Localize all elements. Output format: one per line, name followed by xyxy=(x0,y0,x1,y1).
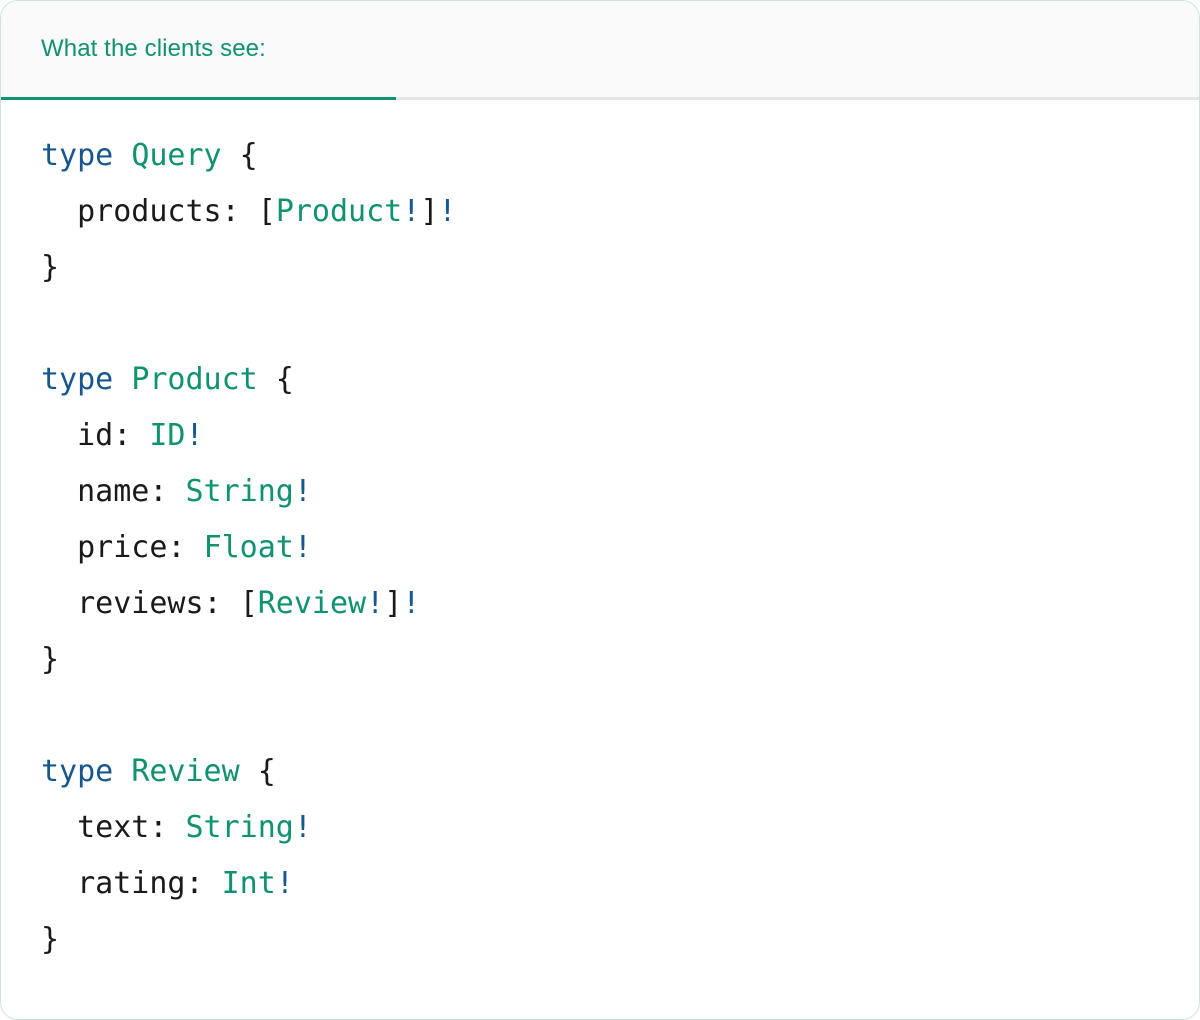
code-line: type Product { xyxy=(1,352,1199,408)
code-token-punct xyxy=(113,362,131,397)
code-line: id: ID! xyxy=(1,408,1199,464)
code-token-type: String xyxy=(185,810,294,845)
code-token-punct: } xyxy=(41,250,60,285)
code-token-punct: { xyxy=(257,362,294,397)
code-line: type Review { xyxy=(1,744,1199,800)
code-token-bang: ! xyxy=(275,866,294,901)
tab-strip: What the clients see: xyxy=(1,1,1199,100)
code-line xyxy=(1,688,1199,744)
code-token-punct: } xyxy=(41,922,60,957)
code-token-kw: type xyxy=(41,754,114,789)
code-token-punct: ] xyxy=(384,586,403,621)
graphql-schema-code: type Query { products: [Product!]!} type… xyxy=(1,128,1199,968)
code-token-type: Product xyxy=(131,362,258,397)
code-line: } xyxy=(1,632,1199,688)
code-token-bang: ! xyxy=(402,586,421,621)
code-line: name: String! xyxy=(1,464,1199,520)
code-token-field: text: xyxy=(41,810,186,845)
code-token-type: Int xyxy=(221,866,276,901)
code-token-kw: type xyxy=(41,138,114,173)
code-token-punct: ] xyxy=(420,194,439,229)
code-token-bang: ! xyxy=(293,474,312,509)
tab-what-the-clients-see[interactable]: What the clients see: xyxy=(1,1,396,100)
code-line: price: Float! xyxy=(1,520,1199,576)
code-token-field: reviews: xyxy=(41,586,240,621)
code-token-type: Review xyxy=(131,754,240,789)
code-token-type: Product xyxy=(275,194,403,229)
code-token-type: Review xyxy=(257,586,367,621)
code-token-field: rating: xyxy=(41,866,222,901)
code-token-bang: ! xyxy=(402,194,421,229)
code-area[interactable]: type Query { products: [Product!]!} type… xyxy=(1,100,1199,1018)
code-token-punct: { xyxy=(239,754,276,789)
code-line: products: [Product!]! xyxy=(1,184,1199,240)
code-token-bang: ! xyxy=(293,810,312,845)
code-token-type: String xyxy=(185,474,294,509)
tab-label: What the clients see: xyxy=(41,35,266,62)
code-line: rating: Int! xyxy=(1,856,1199,912)
code-line: type Query { xyxy=(1,128,1199,184)
code-token-field: name: xyxy=(41,474,186,509)
code-token-bang: ! xyxy=(438,194,457,229)
code-token-field: id: xyxy=(41,418,150,453)
code-token-bang: ! xyxy=(366,586,385,621)
code-token-punct: { xyxy=(221,138,258,173)
code-token-punct: [ xyxy=(257,194,276,229)
code-token-field: price: xyxy=(41,530,204,565)
code-token-field: products: xyxy=(41,194,258,229)
code-line: reviews: [Review!]! xyxy=(1,576,1199,632)
code-token-punct xyxy=(113,754,131,789)
code-line: } xyxy=(1,240,1199,296)
code-token-bang: ! xyxy=(293,530,312,565)
code-token-type: Float xyxy=(203,530,294,565)
code-token-type: ID xyxy=(149,418,186,453)
code-token-punct: } xyxy=(41,642,60,677)
code-token-type: Query xyxy=(131,138,222,173)
code-line: } xyxy=(1,912,1199,968)
code-token-punct xyxy=(113,138,131,173)
code-token-punct: [ xyxy=(239,586,258,621)
code-token-kw: type xyxy=(41,362,114,397)
code-token-bang: ! xyxy=(185,418,204,453)
code-line xyxy=(1,296,1199,352)
code-line: text: String! xyxy=(1,800,1199,856)
